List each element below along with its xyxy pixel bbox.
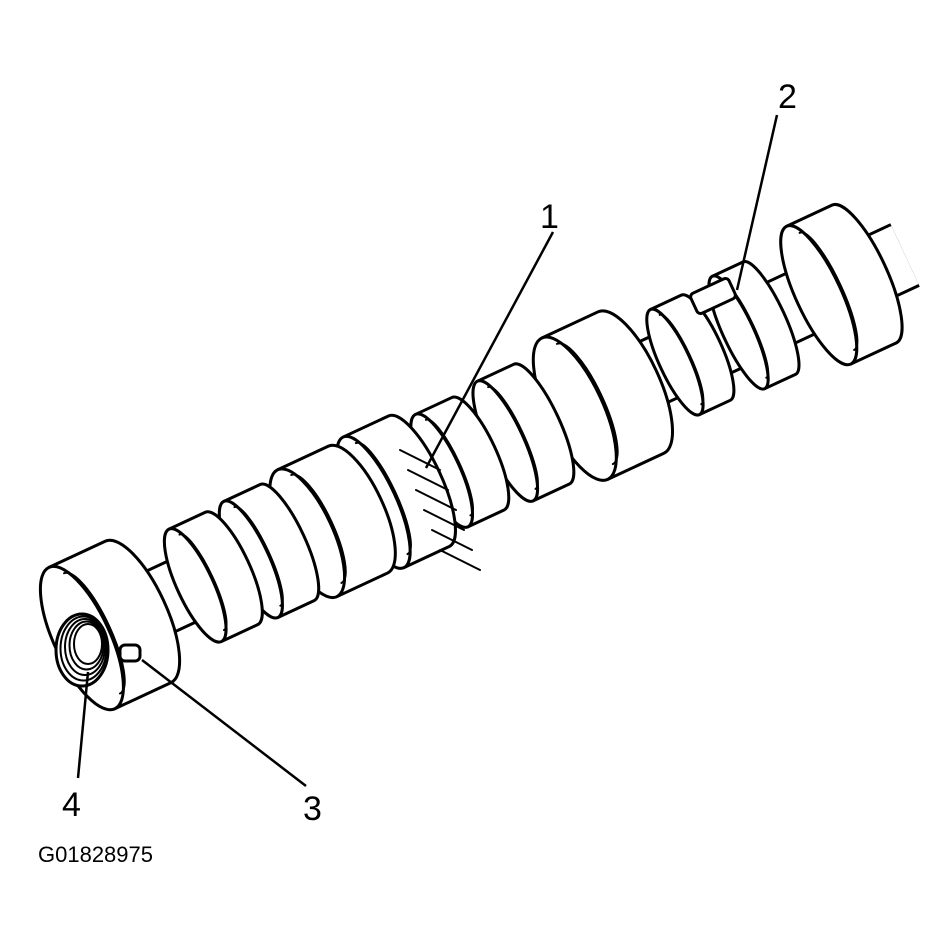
cam-lobe (645, 293, 736, 417)
cam-lobe (268, 443, 397, 600)
shading-arc (233, 505, 284, 607)
threaded-bore-ring (64, 618, 106, 676)
part-face (531, 335, 618, 482)
figure-id: G01828975 (38, 842, 153, 867)
callout-3: 3 (303, 790, 322, 828)
cam-lobe (409, 395, 511, 529)
callout-1: 1 (540, 198, 559, 236)
shading-arc (354, 441, 412, 556)
shading-arc (555, 342, 619, 466)
lobe-marking (415, 489, 457, 511)
shading-arc (178, 533, 228, 632)
shading-arc (424, 418, 474, 517)
lobe-marking (399, 449, 441, 471)
callout-2: 2 (778, 78, 797, 116)
shading-arc (487, 385, 539, 490)
cam-lobe (471, 362, 576, 503)
shading-arc (63, 571, 126, 695)
lobe-marking (407, 469, 449, 491)
callout-4: 4 (62, 786, 81, 824)
lobe-marking (439, 549, 481, 571)
bearing-journal (779, 203, 904, 367)
threaded-bore-ring (73, 623, 103, 665)
leader-line-4 (76, 671, 90, 779)
bearing-journal (531, 309, 675, 482)
key-boss (689, 276, 737, 316)
threaded-bore-ring (68, 620, 105, 671)
lobe-marking (423, 509, 465, 531)
lobe-marking (431, 529, 473, 551)
shading-arc (658, 313, 705, 406)
leader-line-2 (735, 114, 779, 291)
threaded-bore-ring (59, 615, 108, 682)
dowel-pin (118, 643, 142, 663)
leader-line-1 (424, 231, 555, 469)
part-face (645, 307, 705, 417)
shading-arc (798, 231, 859, 351)
camshaft-drawing (38, 203, 920, 712)
shading-arc (290, 473, 347, 584)
part-face (162, 527, 228, 644)
leader-line-3 (141, 659, 307, 787)
cam-lobe (162, 510, 264, 644)
part-face (779, 224, 859, 367)
